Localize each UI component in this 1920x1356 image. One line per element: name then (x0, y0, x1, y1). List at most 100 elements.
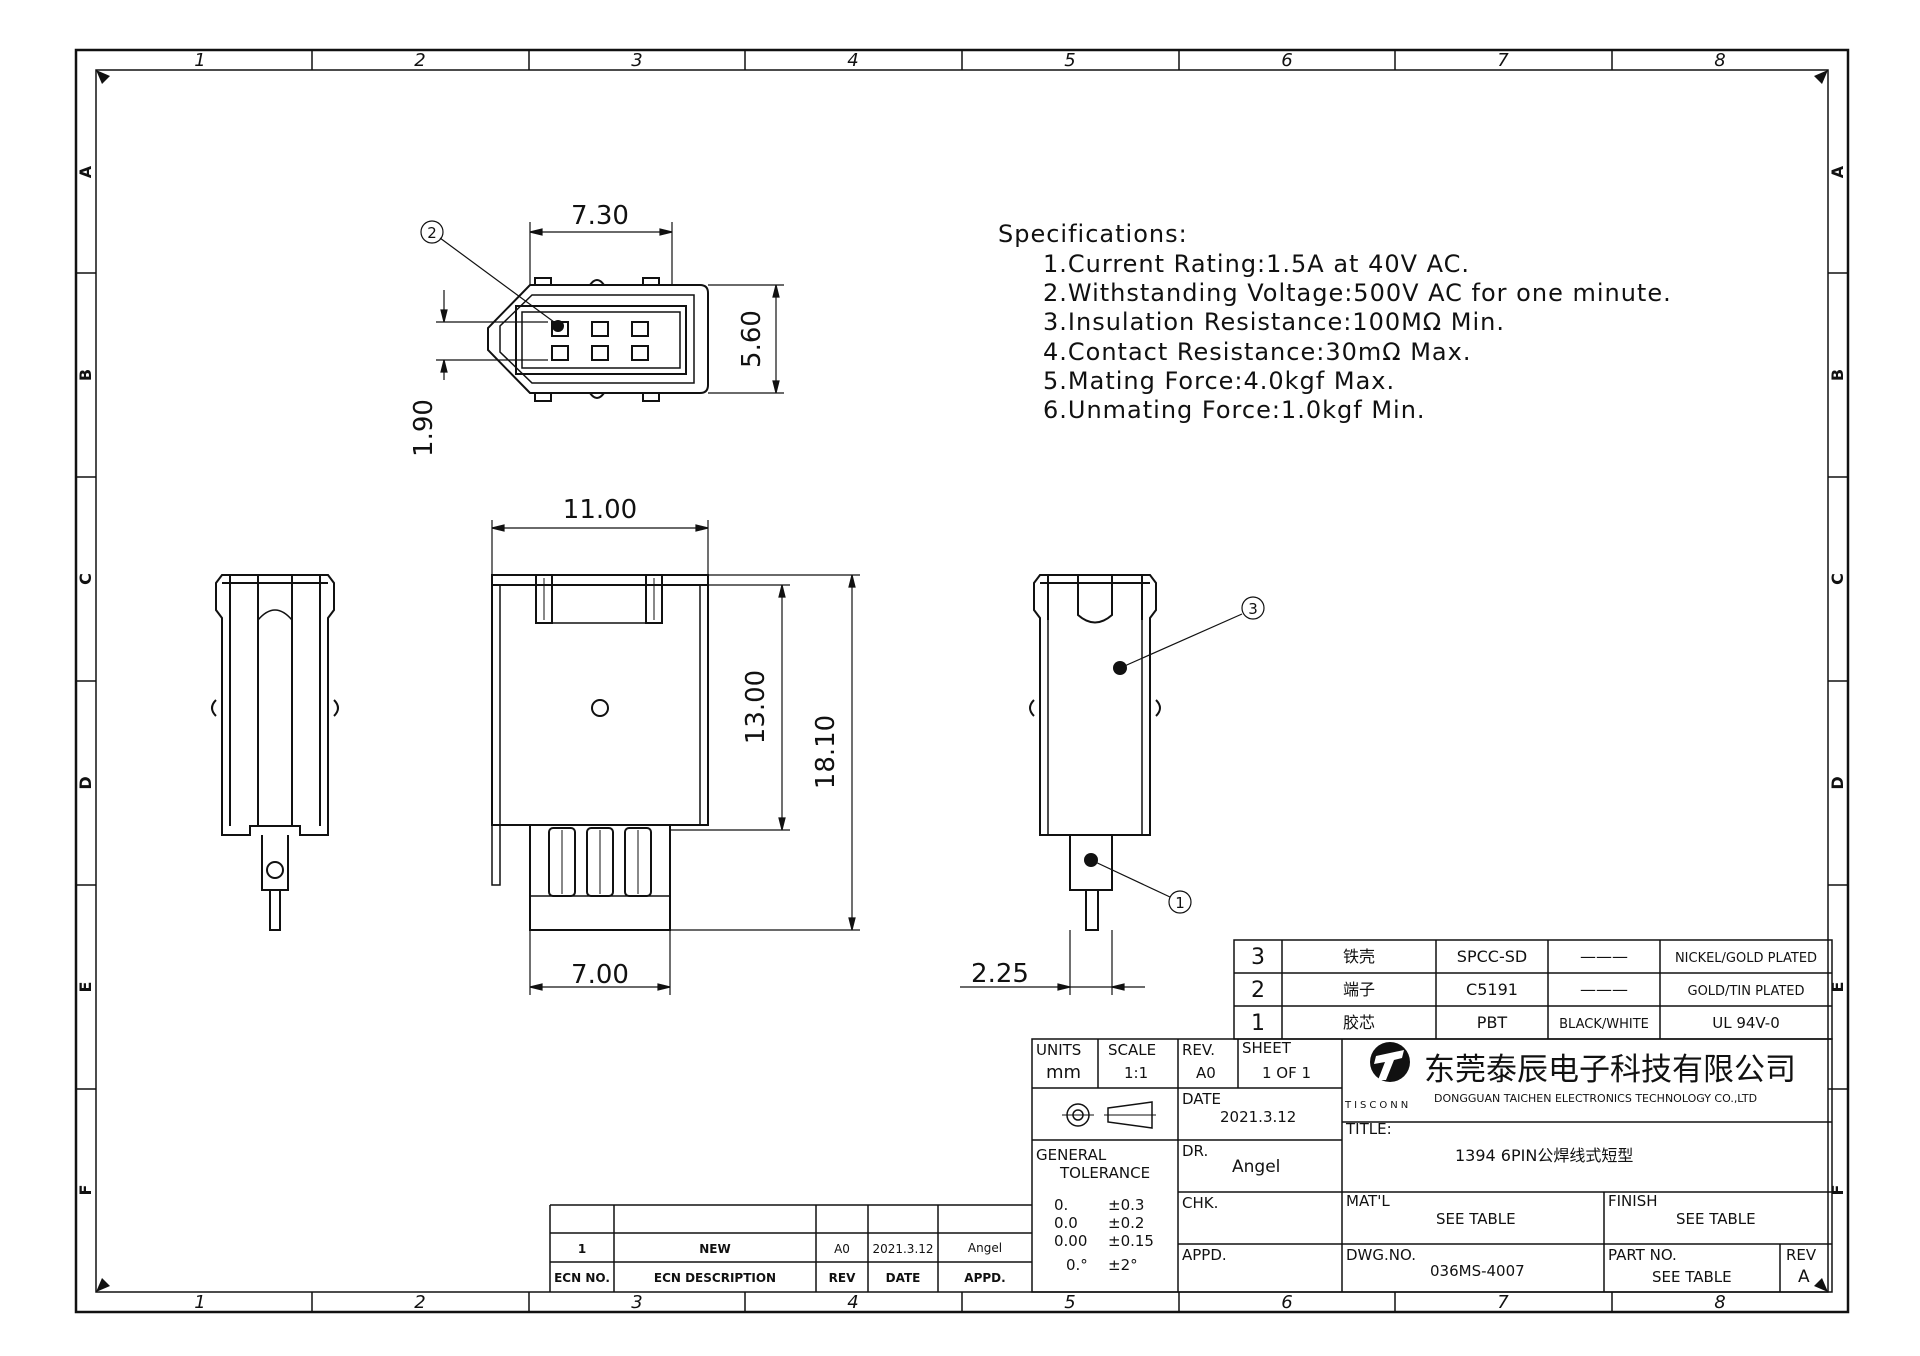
col-label: 4 (847, 50, 858, 71)
tolerance-label: TOLERANCE (1059, 1164, 1150, 1182)
bom-cell: ——— (1580, 947, 1628, 966)
company-name-en: DONGGUAN TAICHEN ELECTRONICS TECHNOLOGY … (1434, 1092, 1757, 1105)
chk-label: CHK. (1182, 1194, 1218, 1212)
row-label: E (76, 982, 95, 993)
bom-cell: GOLD/TIN PLATED (1688, 984, 1805, 999)
col-label: 8 (1714, 50, 1725, 71)
date-value: 2021.3.12 (1220, 1108, 1296, 1126)
col-label: 8 (1714, 1292, 1725, 1313)
dim-label: 1.90 (409, 399, 439, 457)
top-view-mating-face (487, 277, 709, 402)
specifications-block: Specifications: 1.Current Rating:1.5A at… (998, 220, 1672, 424)
title-label: TITLE: (1345, 1120, 1392, 1138)
ecn-cell: 1 (578, 1242, 586, 1256)
row-label: C (76, 573, 95, 585)
callout-label: 2 (427, 224, 437, 242)
side-view-left (211, 574, 339, 931)
bom-cell: 2 (1251, 978, 1265, 1003)
row-label: B (1828, 369, 1847, 381)
bom-cell: SPCC-SD (1457, 947, 1527, 966)
dwg-label: DWG.NO. (1346, 1246, 1416, 1264)
spec-item: 6.Unmating Force:1.0kgf Min. (1043, 396, 1426, 424)
tolerance-value: ±0.15 (1108, 1232, 1154, 1250)
drawing-frame: 1 2 3 4 5 6 7 8 1 2 3 4 5 6 7 8 A B C D … (74, 48, 1850, 1314)
finish-label: FINISH (1608, 1192, 1658, 1210)
col-label: 5 (1064, 50, 1075, 71)
row-label: D (76, 776, 95, 789)
callout-label: 1 (1175, 894, 1185, 912)
dwg-value: 036MS-4007 (1430, 1262, 1525, 1280)
sheet-value: 1 OF 1 (1262, 1064, 1311, 1082)
ecn-cell: NEW (699, 1242, 730, 1256)
appd-label: APPD. (1182, 1246, 1227, 1264)
dim-label: 2.25 (971, 959, 1029, 989)
col-label: 6 (1281, 50, 1292, 71)
dr-value: Angel (1232, 1157, 1280, 1177)
specs-heading: Specifications: (998, 220, 1188, 248)
spec-item: 3.Insulation Resistance:100MΩ Min. (1043, 308, 1505, 336)
ecn-cell: A0 (834, 1242, 850, 1256)
row-label: F (76, 1185, 95, 1196)
matl-label: MAT'L (1346, 1192, 1390, 1210)
part-label: PART NO. (1608, 1246, 1677, 1264)
bom-cell: NICKEL/GOLD PLATED (1675, 951, 1817, 966)
bom-cell: UL 94V-0 (1712, 1014, 1780, 1032)
part-value: SEE TABLE (1652, 1268, 1732, 1286)
callout-label: 3 (1248, 600, 1258, 618)
ecn-header: APPD. (964, 1271, 1005, 1285)
dim-label: 18.10 (811, 715, 841, 789)
finish-value: SEE TABLE (1676, 1210, 1756, 1228)
ecn-header: ECN DESCRIPTION (654, 1271, 776, 1285)
row-label: D (1828, 776, 1847, 789)
dr-label: DR. (1182, 1142, 1208, 1160)
bom-cell: 胶芯 (1343, 1013, 1375, 1032)
tolerance-key: 0. (1054, 1196, 1068, 1214)
side-view-right-dimensions (960, 596, 1265, 995)
spec-item: 2.Withstanding Voltage:500V AC for one m… (1043, 279, 1672, 307)
bom-cell: BLACK/WHITE (1559, 1017, 1649, 1032)
spec-item: 5.Mating Force:4.0kgf Max. (1043, 367, 1395, 395)
col-label: 5 (1064, 1292, 1075, 1313)
units-value: mm (1046, 1062, 1081, 1083)
col-label: 3 (631, 1292, 642, 1313)
rev-label: REV (1786, 1246, 1817, 1264)
front-view-dimensions (491, 520, 860, 995)
bom-cell: ——— (1580, 980, 1628, 999)
row-label: C (1828, 573, 1847, 585)
rev-value: A0 (1196, 1064, 1216, 1082)
dim-label: 5.60 (737, 310, 767, 368)
title-block (1031, 1038, 1833, 1293)
tolerance-value: ±0.3 (1108, 1196, 1144, 1214)
tolerance-label: GENERAL (1036, 1146, 1107, 1164)
ecn-cell: 2021.3.12 (872, 1242, 933, 1256)
dim-label: 7.00 (571, 960, 629, 990)
col-label: 7 (1497, 1292, 1509, 1313)
ecn-table (549, 1204, 1032, 1292)
units-label: UNITS (1036, 1041, 1081, 1059)
bom-cell: C5191 (1466, 980, 1518, 999)
tolerance-key: 0.0 (1054, 1214, 1078, 1232)
ecn-header: ECN NO. (554, 1271, 610, 1285)
front-view (491, 574, 709, 931)
row-label: F (1828, 1185, 1847, 1196)
projection-symbol-icon (1062, 1101, 1156, 1129)
col-label: 2 (414, 1292, 425, 1313)
dim-label: 11.00 (563, 495, 637, 525)
col-label: 7 (1497, 50, 1509, 71)
company-name-cn: 东莞泰辰电子科技有限公司 (1424, 1052, 1796, 1088)
side-view-right (1029, 574, 1161, 931)
ecn-header: DATE (886, 1271, 921, 1285)
row-label: B (76, 369, 95, 381)
tolerance-key: 0.° (1066, 1256, 1088, 1274)
tolerance-key: 0.00 (1054, 1232, 1087, 1250)
sheet-label: SHEET (1242, 1039, 1292, 1057)
drawing-title: 1394 6PIN公焊线式短型 (1455, 1146, 1633, 1165)
bom-cell: PBT (1477, 1013, 1508, 1032)
col-label: 2 (414, 50, 425, 71)
spec-item: 1.Current Rating:1.5A at 40V AC. (1043, 250, 1470, 278)
col-label: 4 (847, 1292, 858, 1313)
matl-value: SEE TABLE (1436, 1210, 1516, 1228)
company-logo: TISCONN (1344, 1042, 1410, 1111)
row-label: A (1828, 165, 1847, 178)
